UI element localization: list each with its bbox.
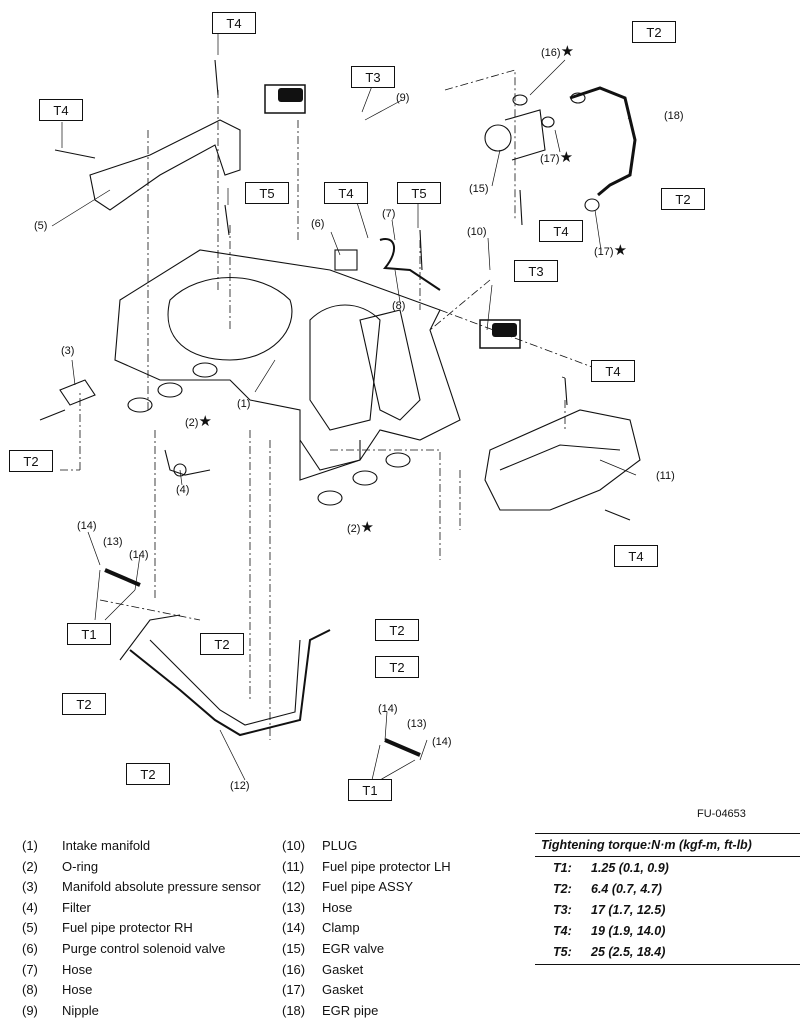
star-icon: ★ xyxy=(198,413,212,430)
legend-item: (7)Hose xyxy=(22,961,93,977)
sealant-icon xyxy=(278,88,517,337)
callout-1: (1) xyxy=(237,398,251,410)
callout-10: (10) xyxy=(467,226,487,238)
torque-tag-t4: T4 xyxy=(212,12,256,34)
legend-item: (6)Purge control solenoid valve xyxy=(22,940,226,956)
legend-item: (17)Gasket xyxy=(282,982,364,998)
fuel-pipe-assy-shape xyxy=(129,629,331,737)
callout-13: (13) xyxy=(407,718,427,730)
star-icon: ★ xyxy=(560,43,575,60)
torque-tag-t2: T2 xyxy=(200,633,244,655)
torque-tag-t4: T4 xyxy=(39,99,83,121)
torque-tag-t2: T2 xyxy=(126,763,170,785)
legend-column-2: (10)PLUG (11)Fuel pipe protector LH (12)… xyxy=(282,838,451,1023)
legend-item: (3)Manifold absolute pressure sensor xyxy=(22,879,261,895)
star-icon: ★ xyxy=(360,519,374,536)
legend-item: (14)Clamp xyxy=(282,920,360,936)
legend-item: (9)Nipple xyxy=(22,1002,99,1018)
legend-item: (8)Hose xyxy=(22,982,93,998)
exploded-diagram xyxy=(39,32,641,781)
legend-item: (18)EGR pipe xyxy=(282,1002,379,1018)
torque-row: T2:6.4 (0.7, 4.7) xyxy=(553,881,662,896)
callout-8: (8) xyxy=(392,300,406,312)
torque-tag-t4: T4 xyxy=(539,220,583,242)
legend-item: (16)Gasket xyxy=(282,961,364,977)
callout-13: (13) xyxy=(103,536,123,548)
intake-manifold-shape xyxy=(114,249,461,481)
torque-row: T1:1.25 (0.1, 0.9) xyxy=(553,860,669,875)
torque-tag-t4: T4 xyxy=(591,360,635,382)
torque-table-rule xyxy=(535,964,800,965)
callout-14: (14) xyxy=(129,549,149,561)
legend-column-1: (1)Intake manifold (2)O-ring (3)Manifold… xyxy=(22,838,261,1023)
callout-18: (18) xyxy=(664,110,684,122)
fuel-pipe-protector-lh-shape xyxy=(484,409,641,511)
callout-3: (3) xyxy=(61,345,75,357)
torque-row: T3:17 (1.7, 12.5) xyxy=(553,902,666,917)
torque-tag-t5: T5 xyxy=(397,182,441,204)
torque-tag-t5: T5 xyxy=(245,182,289,204)
callout-4: (4) xyxy=(176,484,190,496)
legend-item: (4)Filter xyxy=(22,899,91,915)
legend-item: (10)PLUG xyxy=(282,838,358,853)
legend-item: (13)Hose xyxy=(282,899,353,915)
callout-12: (12) xyxy=(230,780,250,792)
callout-14: (14) xyxy=(77,520,97,532)
fuel-pipe-protector-rh-shape xyxy=(89,119,241,211)
figure-id: FU-04653 xyxy=(697,808,746,820)
star-icon: ★ xyxy=(613,242,628,259)
torque-tag-t3: T3 xyxy=(514,260,558,282)
callout-6: (6) xyxy=(311,218,325,230)
legend-item: (1)Intake manifold xyxy=(22,838,151,853)
torque-tag-t2: T2 xyxy=(375,656,419,678)
callout-11: (11) xyxy=(656,470,675,482)
callout-5: (5) xyxy=(34,220,48,232)
legend-item: (12)Fuel pipe ASSY xyxy=(282,879,414,895)
torque-tag-t2: T2 xyxy=(375,619,419,641)
torque-tag-t2: T2 xyxy=(62,693,106,715)
callout-14: (14) xyxy=(378,703,398,715)
callout-17: (17)★ xyxy=(594,242,628,259)
callout-14: (14) xyxy=(432,736,452,748)
torque-tag-t2: T2 xyxy=(9,450,53,472)
torque-tag-t1: T1 xyxy=(348,779,392,801)
torque-row: T5:25 (2.5, 18.4) xyxy=(553,944,666,959)
torque-table-header: Tightening torque:N·m (kgf-m, ft-lb) xyxy=(535,833,800,857)
callout-16: (16)★ xyxy=(541,43,575,60)
torque-tag-t2: T2 xyxy=(661,188,705,210)
torque-table: Tightening torque:N·m (kgf-m, ft-lb) T1:… xyxy=(535,833,800,965)
egr-pipe-shape xyxy=(569,86,637,197)
legend-item: (2)O-ring xyxy=(22,858,99,874)
callout-9: (9) xyxy=(396,92,410,104)
torque-tag-t4: T4 xyxy=(614,545,658,567)
callout-15: (15) xyxy=(469,183,489,195)
torque-tag-t4: T4 xyxy=(324,182,368,204)
callout-2: (2)★ xyxy=(347,519,374,536)
callout-7: (7) xyxy=(382,208,396,220)
star-icon: ★ xyxy=(559,149,574,166)
legend-item: (5)Fuel pipe protector RH xyxy=(22,920,193,936)
torque-tag-t1: T1 xyxy=(67,623,111,645)
torque-row: T4:19 (1.9, 14.0) xyxy=(553,923,666,938)
legend-item: (15)EGR valve xyxy=(282,940,385,956)
torque-tag-t2: T2 xyxy=(632,21,676,43)
egr-valve-shape xyxy=(484,124,512,152)
torque-tag-t3: T3 xyxy=(351,66,395,88)
legend-item: (11)Fuel pipe protector LH xyxy=(282,858,451,874)
callout-2: (2)★ xyxy=(185,413,212,430)
callout-17: (17)★ xyxy=(540,149,574,166)
